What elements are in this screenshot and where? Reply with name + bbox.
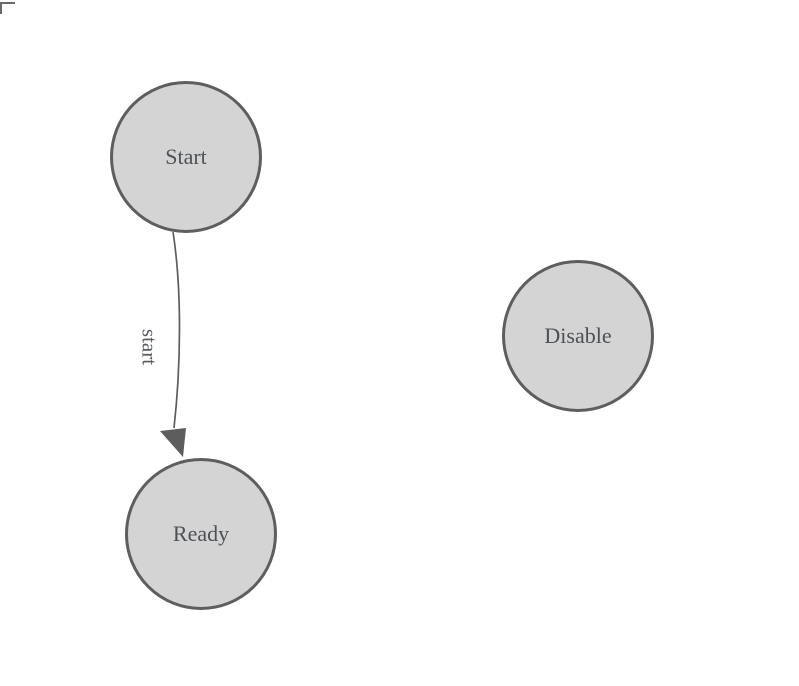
arrowhead-icon [160,428,186,457]
node-start-label: Start [165,144,207,169]
canvas-corner-mark [0,2,15,14]
node-disable-label: Disable [544,323,612,348]
node-ready-label: Ready [172,521,230,546]
edge-label-start: start [137,328,162,366]
node-disable[interactable]: Disable [502,260,654,412]
node-start[interactable]: Start [110,81,262,233]
edge-path[interactable] [172,231,181,429]
node-ready[interactable]: Ready [125,458,277,610]
